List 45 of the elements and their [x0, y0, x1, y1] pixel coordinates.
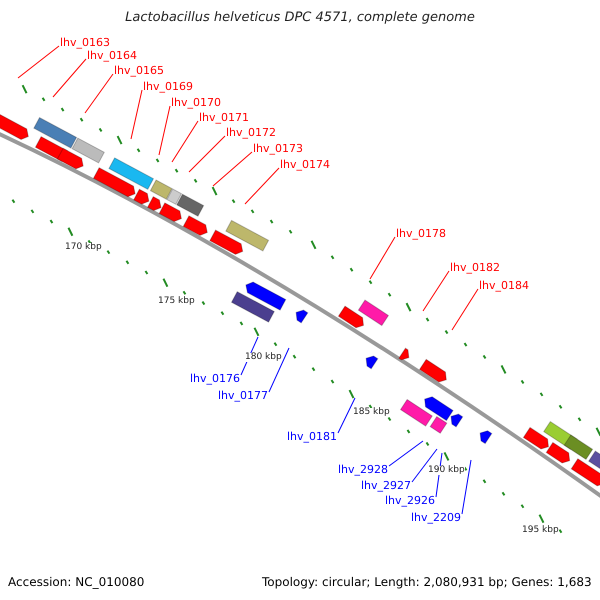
leader-line [462, 460, 472, 514]
gene-label: lhv_0177 [218, 390, 268, 401]
gene-label: lhv_0164 [87, 50, 138, 61]
leader-line [212, 152, 252, 186]
scale-label: 175 kbp [158, 297, 195, 306]
gene-label: lhv_0176 [190, 373, 240, 384]
leader-line [188, 136, 226, 172]
gene-label: lhv_0178 [396, 228, 446, 239]
gene-label: lhv_0170 [171, 97, 222, 108]
scale-label: 190 kbp [428, 466, 465, 475]
scale-label: 185 kbp [353, 408, 390, 417]
leader-line [268, 348, 290, 392]
scale-label: 170 kbp [65, 243, 102, 252]
leader-line [452, 288, 478, 330]
gene-label: lhv_0172 [226, 127, 276, 138]
gene-label: lhv_2928 [338, 464, 388, 475]
footer-text: Accession: NC_010080 [8, 576, 144, 588]
leader-line [18, 46, 60, 78]
leader-line [338, 398, 356, 434]
gene-label: lhv_2926 [385, 495, 436, 506]
gene-label: lhv_0169 [143, 81, 194, 92]
gene-label: lhv_0163 [60, 37, 110, 48]
leader-line [158, 106, 170, 156]
gene-label: lhv_0184 [479, 280, 530, 291]
footer-text: Topology: circular; Length: 2,080,931 bp; Genes: 1,683 [262, 576, 592, 588]
leader-line [370, 236, 396, 280]
diagram-title: Lactobacillus helveticus DPC 4571, complete genome [124, 11, 476, 24]
leader-line [388, 440, 424, 466]
gene-label: lhv_0165 [114, 65, 164, 76]
leader-line [172, 120, 198, 162]
gene-label: lhv_0171 [199, 112, 250, 123]
scale-label: 195 kbp [522, 526, 559, 535]
gene-label: lhv_0182 [450, 262, 500, 273]
leader-line [244, 168, 280, 204]
leader-line [84, 74, 114, 114]
leader-line [412, 448, 438, 482]
leader-line [52, 58, 86, 98]
scale-label: 180 kbp [245, 353, 282, 362]
leader-line [130, 90, 142, 140]
gene-label: lhv_0181 [287, 431, 338, 442]
gene-label: lhv_2927 [361, 480, 412, 491]
gene-label: lhv_2209 [411, 512, 462, 523]
gene-label: lhv_0173 [253, 143, 304, 154]
leader-line [422, 270, 450, 312]
gene-label: lhv_0174 [280, 159, 330, 170]
